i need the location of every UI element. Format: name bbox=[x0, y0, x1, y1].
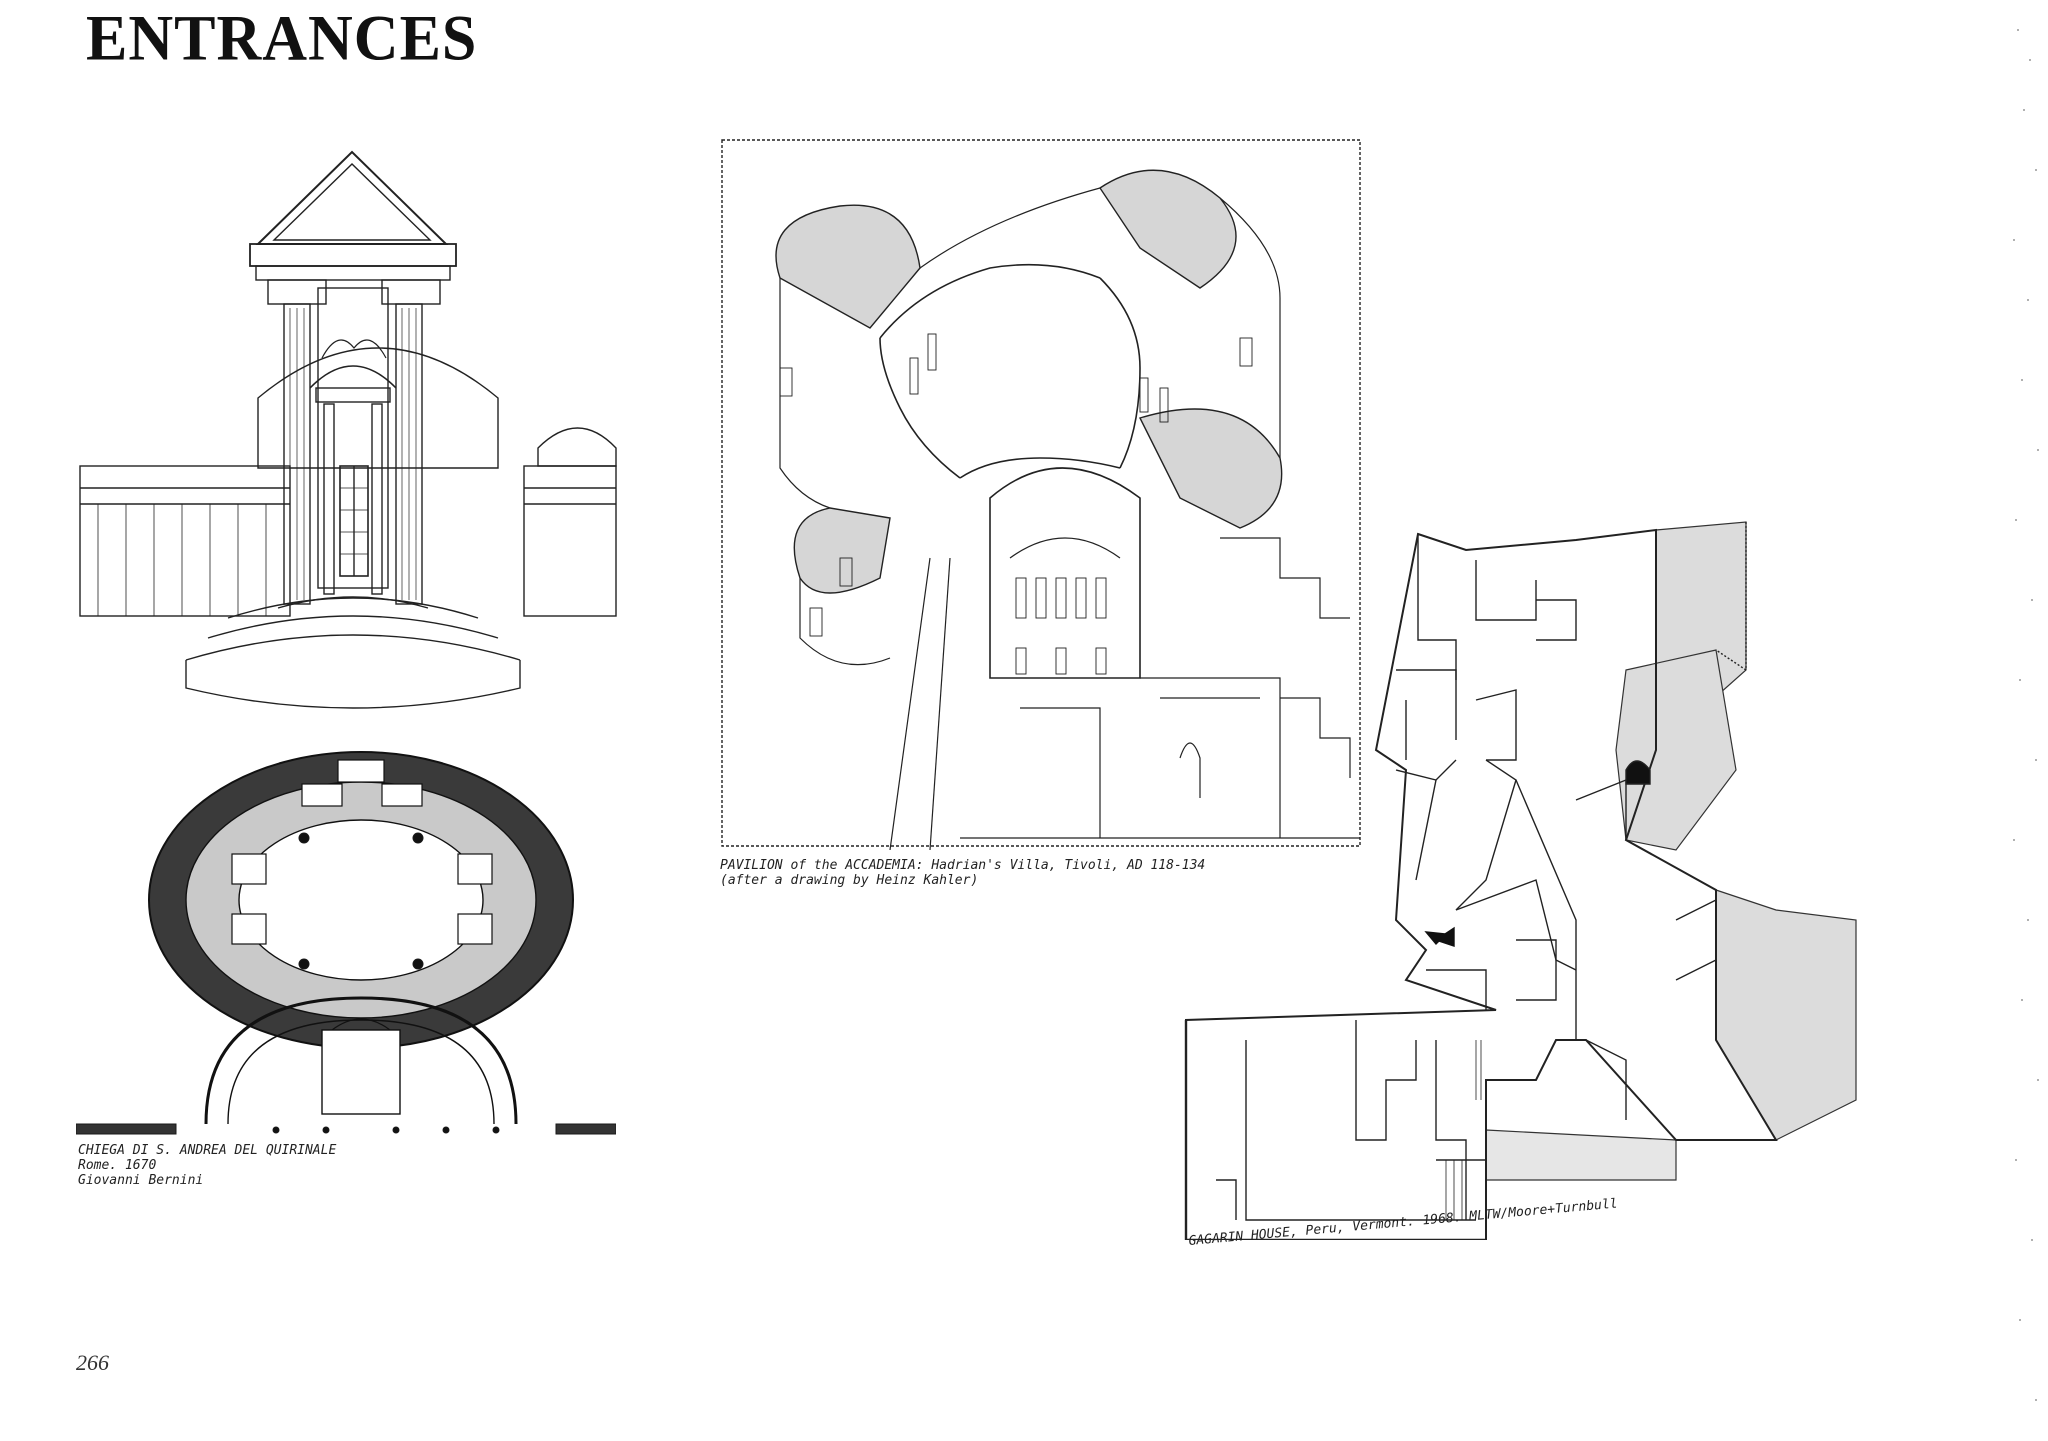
pavilion-caption-line: PAVILION of the ACCADEMIA: Hadrian's Vil… bbox=[720, 858, 1206, 873]
pavilion-axonometric-sketch-icon bbox=[720, 138, 1362, 850]
scan-edge-texture-icon bbox=[2013, 29, 2039, 1401]
page-title: ENTRANCES bbox=[86, 3, 478, 75]
church-caption-line: Giovanni Bernini bbox=[78, 1173, 204, 1188]
church-caption-line: CHIEGA DI S. ANDREA DEL QUIRINALE bbox=[78, 1143, 337, 1158]
church-facade-sketch-icon bbox=[78, 148, 618, 710]
pavilion-caption-line: (after a drawing by Heinz Kahler) bbox=[720, 873, 979, 888]
pavilion-caption: PAVILION of the ACCADEMIA: Hadrian's Vil… bbox=[720, 858, 1205, 888]
house-floor-plan-icon bbox=[1156, 520, 1868, 1240]
page-number: 266 bbox=[76, 1350, 109, 1375]
church-caption: CHIEGA DI S. ANDREA DEL QUIRINALE Rome. … bbox=[78, 1143, 336, 1188]
church-caption-line: Rome. 1670 bbox=[78, 1158, 157, 1173]
oval-church-plan-icon bbox=[76, 750, 616, 1138]
